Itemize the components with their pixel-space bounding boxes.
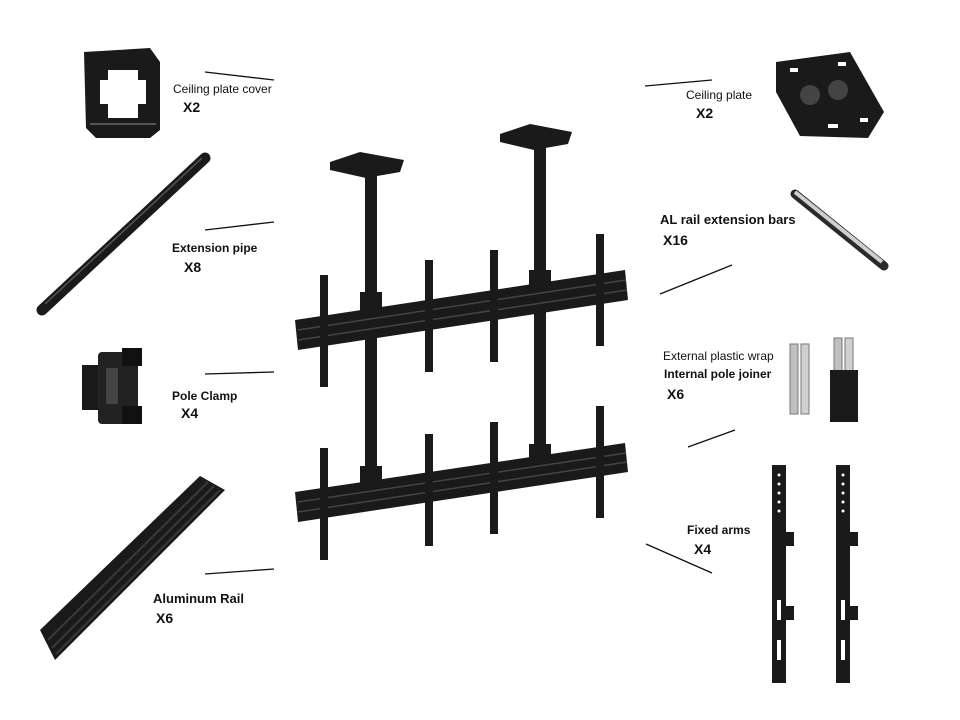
extension-pipe-image [36,152,211,316]
ceiling-plate-qty: X2 [696,105,714,121]
fixed-arms-qty: X4 [694,541,712,557]
al-rail-extension-bars-qty: X16 [663,232,688,248]
ceiling-plate-cover-image [84,48,160,138]
pole-clamp-image [82,348,142,424]
ceiling-plate-label: Ceiling plate [686,88,753,102]
leader-line [644,79,713,87]
aluminum-rail-image [40,476,225,660]
leader-line [204,568,275,575]
internal-pole-joiner-qty: X6 [667,386,685,402]
extension-pipe-label: Extension pipe [172,241,258,255]
leader-line [659,264,733,295]
pole-clamp-label: Pole Clamp [172,389,238,403]
fixed-arms-image [772,465,858,683]
leader-line [204,71,275,81]
aluminum-rail-label: Aluminum Rail [153,591,245,606]
al-rail-extension-bars-label: AL rail extension bars [660,212,796,227]
ceiling-plate-image [776,52,884,138]
internal-pole-joiner-image [789,337,858,422]
leader-line [687,429,736,448]
assembled-mount-image [295,124,628,560]
internal-pole-joiner-label: Internal pole joiner [664,367,772,381]
fixed-arms-label: Fixed arms [687,523,751,537]
external-plastic-wrap-label: External plastic wrap [663,349,774,363]
leader-lines [204,71,736,575]
leader-line [645,543,713,574]
ceiling-plate-cover-label: Ceiling plate cover [173,82,272,96]
al-rail-extension-bar-image [790,189,889,271]
pole-clamp-qty: X4 [181,405,199,421]
leader-line [204,371,275,375]
aluminum-rail-qty: X6 [156,610,174,626]
ceiling-plate-cover-qty: X2 [183,99,201,115]
extension-pipe-qty: X8 [184,259,202,275]
leader-line [204,221,275,231]
